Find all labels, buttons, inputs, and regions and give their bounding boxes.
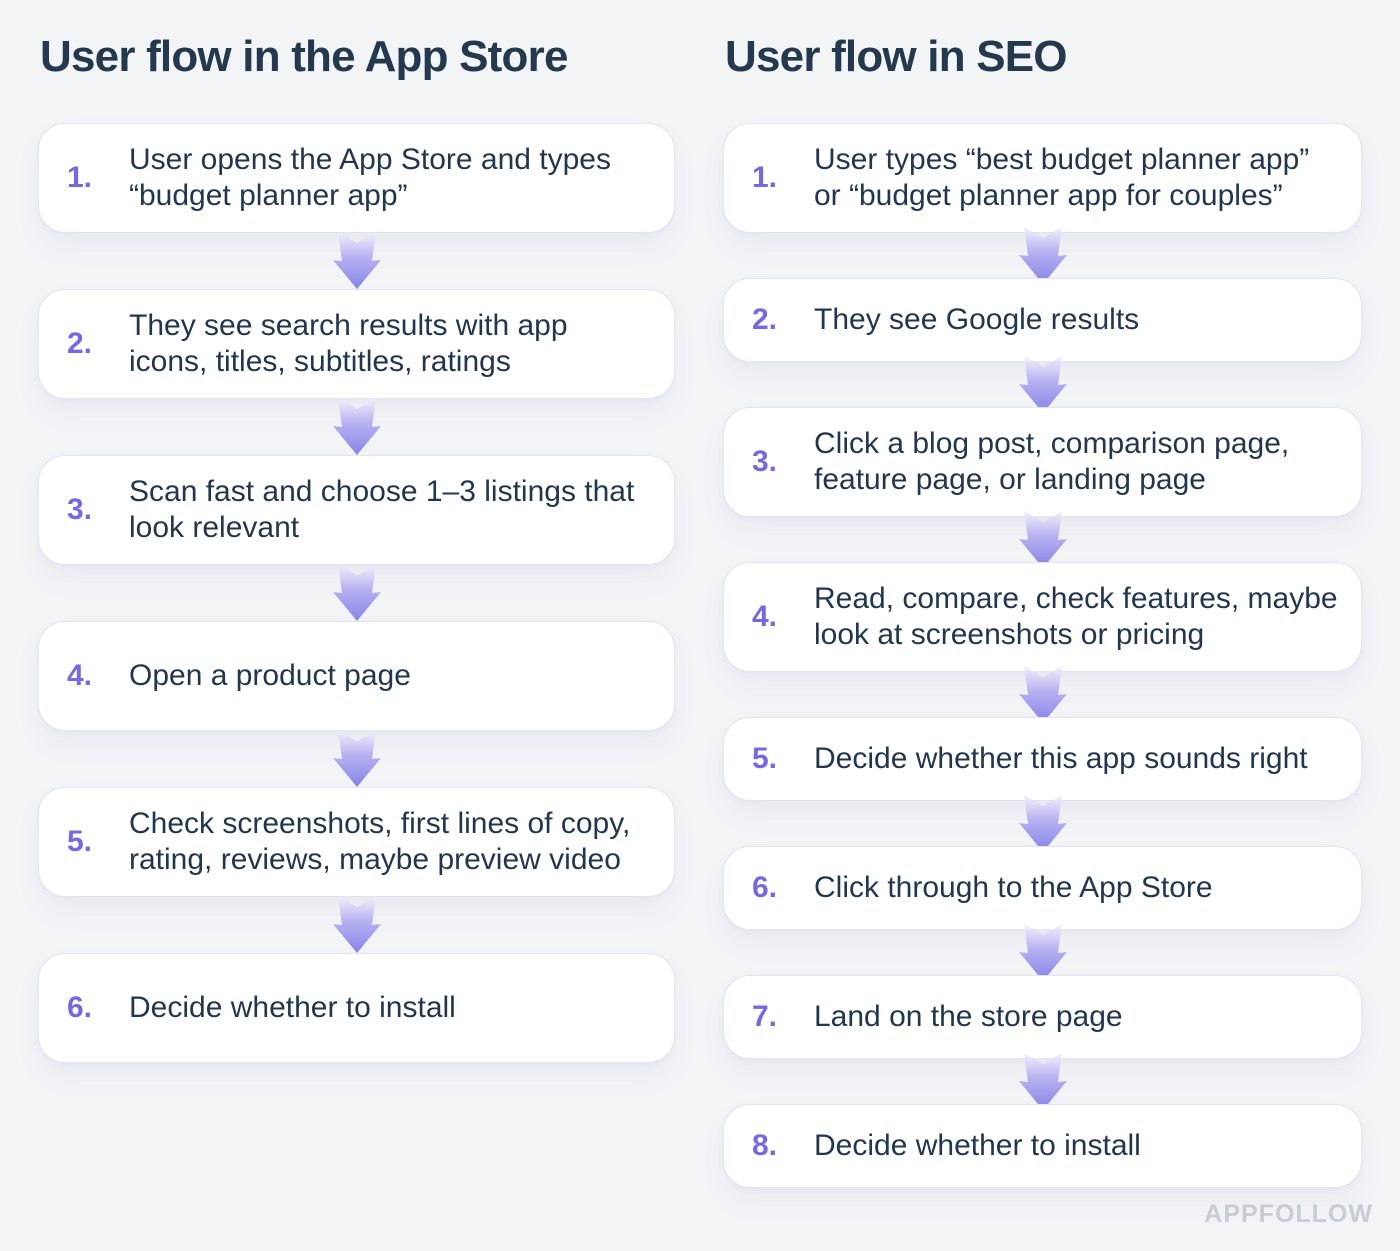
step-text: Open a product page xyxy=(129,659,411,692)
arrow-down-icon xyxy=(1018,226,1067,284)
step-text: Click through to the App Store xyxy=(814,871,1213,904)
column-app-store: User flow in the App Store 1. User opens… xyxy=(38,0,675,1063)
arrow-down-icon xyxy=(332,896,381,953)
step-number: 1. xyxy=(67,161,93,194)
flow-arrow xyxy=(38,398,675,455)
flow-step-card: 1. User opens the App Store and types “b… xyxy=(38,123,675,233)
column-seo: User flow in SEO 1. User types “best bud… xyxy=(723,0,1362,1188)
arrow-down-icon xyxy=(332,564,381,621)
flow-step-card: 4. Open a product page xyxy=(38,621,675,731)
arrow-down-icon xyxy=(1018,510,1067,568)
flow-arrow xyxy=(723,510,1362,568)
column-title-app-store: User flow in the App Store xyxy=(40,32,568,81)
step-number: 5. xyxy=(752,742,778,775)
flow-step-card: 4. Read, compare, check features, maybe … xyxy=(723,562,1362,672)
step-number: 3. xyxy=(67,493,93,526)
flow-arrow xyxy=(723,226,1362,284)
arrow-down-icon xyxy=(1018,923,1067,981)
arrow-down-icon xyxy=(1018,794,1067,852)
step-number: 1. xyxy=(752,161,778,194)
step-number: 8. xyxy=(752,1129,778,1162)
step-text: They see Google results xyxy=(814,303,1140,336)
arrow-down-icon xyxy=(1018,355,1067,413)
flow-step-card: 6. Decide whether to install xyxy=(38,953,675,1063)
step-number: 3. xyxy=(752,445,778,478)
step-text: User opens the App Store and types “budg… xyxy=(129,143,611,212)
step-text: Click a blog post, comparison page, feat… xyxy=(814,427,1290,496)
flow-step-card: 5. Decide whether this app sounds right xyxy=(723,717,1362,801)
flow-arrow xyxy=(38,896,675,953)
arrow-down-icon xyxy=(1018,665,1067,723)
flow-app-store: 1. User opens the App Store and types “b… xyxy=(38,123,675,1063)
step-number: 6. xyxy=(752,871,778,904)
arrow-down-icon xyxy=(332,730,381,787)
watermark-appfollow: APPFOLLOW xyxy=(1204,1200,1373,1228)
flow-arrow xyxy=(723,355,1362,413)
arrow-down-icon xyxy=(332,398,381,455)
flow-step-card: 1. User types “best budget planner app” … xyxy=(723,123,1362,233)
step-number: 4. xyxy=(67,659,93,692)
step-text: Check screenshots, first lines of copy, … xyxy=(129,807,631,876)
step-text: User types “best budget planner app” or … xyxy=(814,143,1310,212)
flow-step-card: 2. They see Google results xyxy=(723,278,1362,362)
step-number: 2. xyxy=(752,303,778,336)
flow-step-card: 5. Check screenshots, first lines of cop… xyxy=(38,787,675,897)
step-number: 4. xyxy=(752,600,778,633)
step-text: Decide whether this app sounds right xyxy=(814,742,1308,775)
step-text: Decide whether to install xyxy=(814,1129,1141,1162)
flow-step-card: 6. Click through to the App Store xyxy=(723,846,1362,930)
step-text: Scan fast and choose 1–3 listings that l… xyxy=(129,475,635,544)
column-title-seo: User flow in SEO xyxy=(725,32,1068,81)
flow-step-card: 2. They see search results with app icon… xyxy=(38,289,675,399)
arrow-down-icon xyxy=(1018,1052,1067,1110)
step-text: Decide whether to install xyxy=(129,991,456,1024)
flow-arrow xyxy=(38,232,675,289)
flow-arrow xyxy=(38,730,675,787)
step-text: They see search results with app icons, … xyxy=(129,309,568,378)
arrow-down-icon xyxy=(332,232,381,289)
flow-arrow xyxy=(723,923,1362,981)
flow-seo: 1. User types “best budget planner app” … xyxy=(723,123,1362,1188)
flow-step-card: 8. Decide whether to install xyxy=(723,1104,1362,1188)
step-number: 6. xyxy=(67,991,93,1024)
step-text: Land on the store page xyxy=(814,1000,1123,1033)
flow-arrow xyxy=(38,564,675,621)
flow-arrow xyxy=(723,794,1362,852)
step-number: 2. xyxy=(67,327,93,360)
step-number: 7. xyxy=(752,1000,778,1033)
flow-arrow xyxy=(723,665,1362,723)
step-text: Read, compare, check features, maybe loo… xyxy=(814,582,1338,651)
flow-arrow xyxy=(723,1052,1362,1110)
flow-step-card: 3. Scan fast and choose 1–3 listings tha… xyxy=(38,455,675,565)
flow-step-card: 7. Land on the store page xyxy=(723,975,1362,1059)
step-number: 5. xyxy=(67,825,93,858)
flow-step-card: 3. Click a blog post, comparison page, f… xyxy=(723,407,1362,517)
